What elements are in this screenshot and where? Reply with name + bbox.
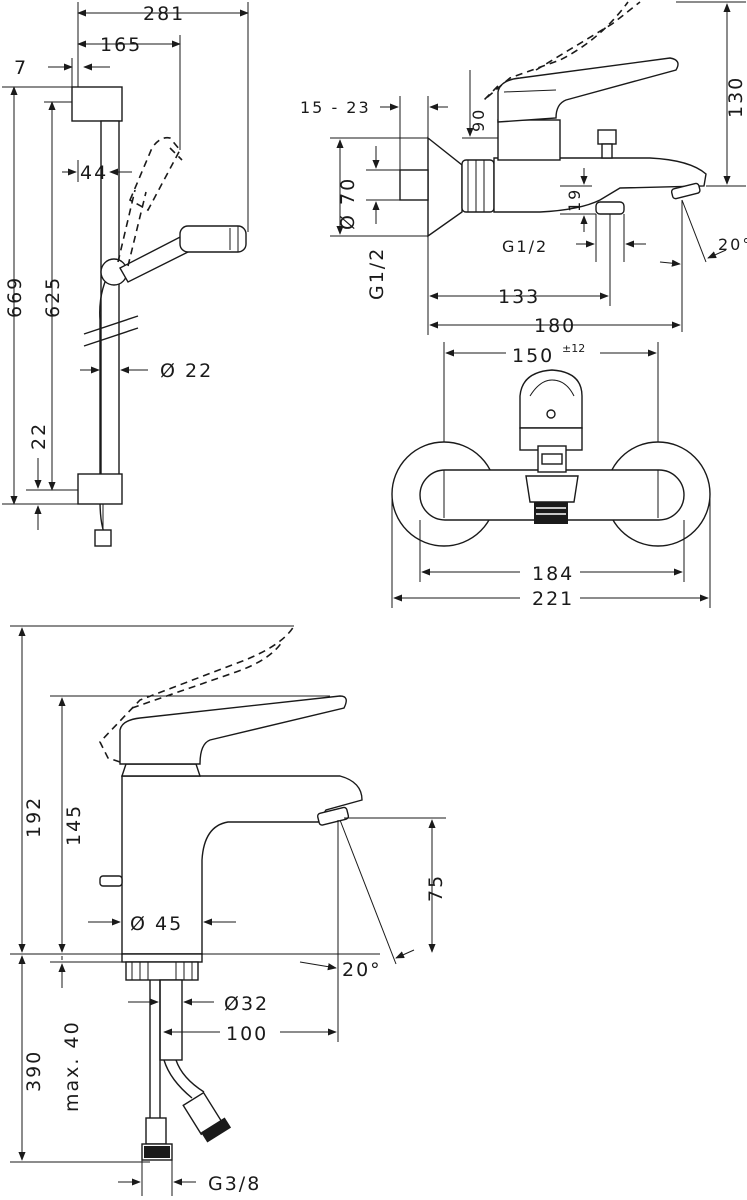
dim-44: 44 xyxy=(80,162,108,184)
dim-180: 180 xyxy=(534,315,576,337)
dim-165: 165 xyxy=(100,34,142,56)
g12-connection-left: G1/2 xyxy=(366,247,388,300)
dim-625: 625 xyxy=(42,276,64,318)
dim-19: 19 xyxy=(565,188,584,212)
dim-max-40: max. 40 xyxy=(61,1020,83,1112)
shower-rail-view: 281 165 7 xyxy=(2,2,249,547)
basin-mixer-view: 192 145 Ø 45 75 20° Ø32 100 max. 40 xyxy=(10,625,447,1196)
dim-90: 90 xyxy=(469,108,488,132)
dim-669: 669 xyxy=(4,276,26,318)
dim-7: 7 xyxy=(14,57,28,79)
angle-20-basin: 20° xyxy=(342,959,382,981)
dim-dia-32: Ø32 xyxy=(224,993,269,1015)
bath-mixer-top-view: 150 ±12 184 221 xyxy=(391,340,711,610)
dim-100: 100 xyxy=(226,1023,268,1045)
dim-dia-70: Ø 70 xyxy=(337,177,359,230)
dim-dia-22: Ø 22 xyxy=(160,360,213,382)
dim-75: 75 xyxy=(425,874,447,902)
dim-390: 390 xyxy=(23,1050,45,1092)
dim-130: 130 xyxy=(725,76,747,118)
bath-mixer-side-view: 15 - 23 90 130 Ø 70 G1/2 19 G1/2 xyxy=(300,1,747,337)
dim-dia-45: Ø 45 xyxy=(130,913,183,935)
dim-184: 184 xyxy=(532,563,574,585)
dim-150: 150 xyxy=(512,345,554,367)
g38-connection: G3/8 xyxy=(208,1173,261,1195)
angle-20-bath: 20° xyxy=(718,235,747,254)
dim-15-23: 15 - 23 xyxy=(300,98,371,117)
g12-connection-bottom: G1/2 xyxy=(502,237,548,256)
dim-281: 281 xyxy=(143,3,185,25)
dim-221: 221 xyxy=(532,588,574,610)
tolerance-12: ±12 xyxy=(562,342,585,355)
dim-22: 22 xyxy=(28,422,50,450)
dim-133: 133 xyxy=(498,286,540,308)
dim-192: 192 xyxy=(23,796,45,838)
dim-145: 145 xyxy=(63,804,85,846)
